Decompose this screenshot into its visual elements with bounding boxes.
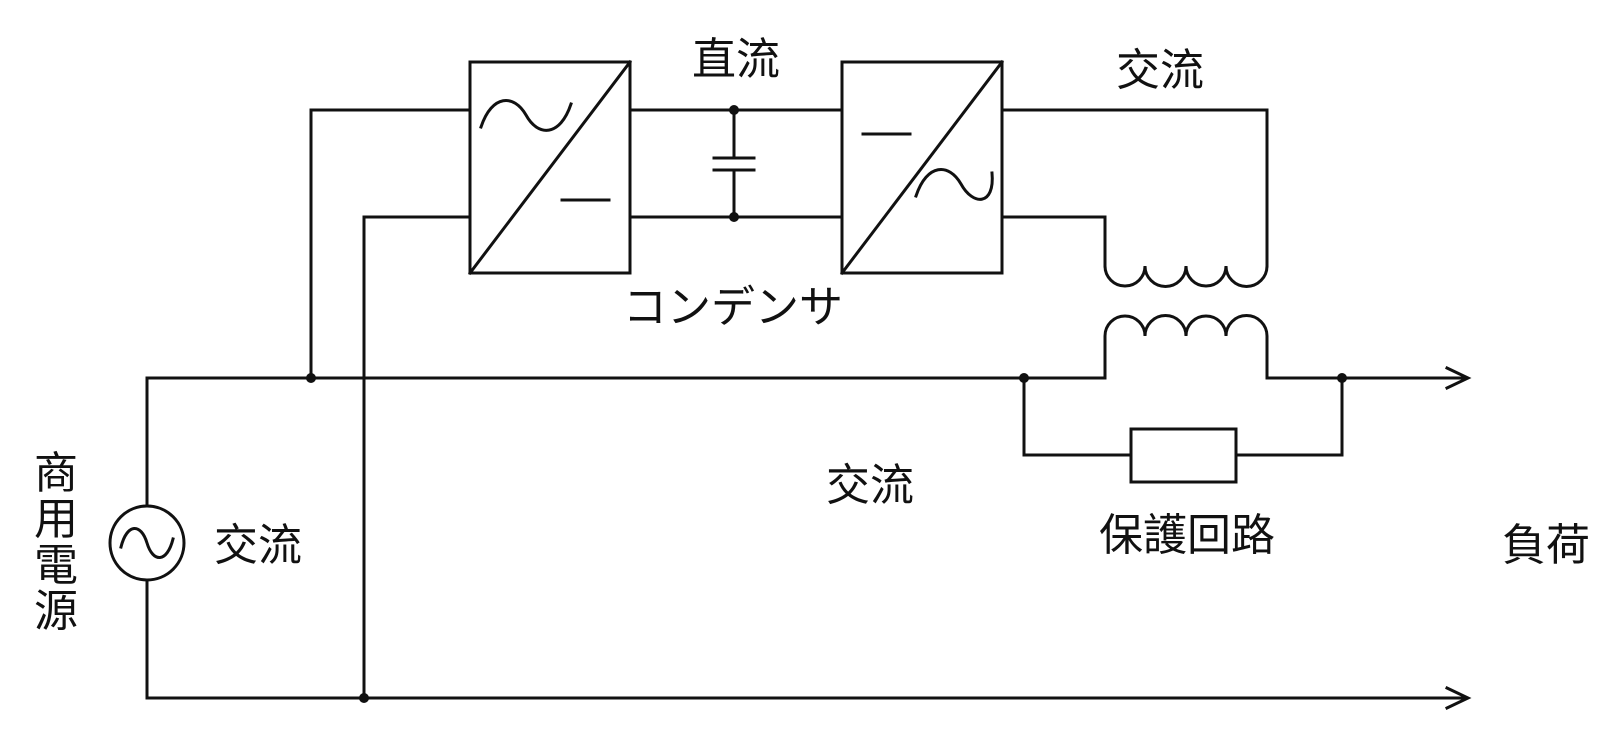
label-load: 負荷: [1502, 520, 1590, 571]
label-capacitor: コンデンサ: [623, 282, 843, 333]
junction-dots: [306, 105, 1347, 703]
label-output-ac: 交流: [1116, 45, 1204, 96]
protection-resistor: [1129, 427, 1238, 484]
junction-dot: [729, 212, 739, 222]
label-source-ac: 交流: [214, 520, 302, 571]
rectifier-input-bottom-wire: [362, 215, 472, 700]
junction-dot: [359, 693, 369, 703]
junction-dot: [1337, 373, 1347, 383]
rectifier-ac-symbol-icon: [479, 99, 573, 132]
protection-branch-right-wire: [1234, 376, 1344, 457]
rectifier-input-top-wire: [309, 108, 472, 380]
load-arrow-top: [1445, 366, 1472, 390]
label-commercial-power-char: 商: [34, 448, 78, 499]
inverter-block: [839, 59, 1005, 276]
protection-branch-left-wire: [1022, 376, 1133, 457]
top-bus-wire: [145, 376, 1107, 509]
ac-source: [108, 504, 186, 582]
label-dc: 直流: [692, 34, 780, 85]
inverter-ac-symbol-icon: [914, 168, 994, 201]
label-commercial-power-char: 源: [34, 586, 78, 637]
rectifier-block: [467, 59, 633, 276]
transformer-secondary-coil: [1103, 314, 1269, 380]
inverter-diagonal: [839, 59, 1005, 276]
rectifier-diagonal: [467, 59, 633, 276]
junction-dot: [1019, 373, 1029, 383]
junction-dot: [729, 105, 739, 115]
ac-source-sine-icon: [119, 527, 175, 559]
label-commercial-power: 商用電源: [34, 448, 78, 637]
junction-dot: [306, 373, 316, 383]
label-commercial-power-char: 用: [34, 494, 78, 545]
label-commercial-power-char: 電: [34, 540, 78, 591]
labels: 直流 交流 コンデンサ 交流 保護回路 負荷 交流 商用電源: [34, 34, 1590, 637]
inverter-output-top-wire: [1000, 108, 1269, 268]
transformer-primary-coil: [1103, 264, 1269, 288]
load-arrow-bottom: [1445, 686, 1472, 710]
inverter-output-bottom-wire: [1000, 215, 1107, 268]
wires: [145, 108, 1472, 710]
bottom-bus-wire: [145, 578, 1467, 700]
label-bypass-ac: 交流: [826, 460, 914, 511]
label-protection-circuit: 保護回路: [1099, 510, 1275, 561]
